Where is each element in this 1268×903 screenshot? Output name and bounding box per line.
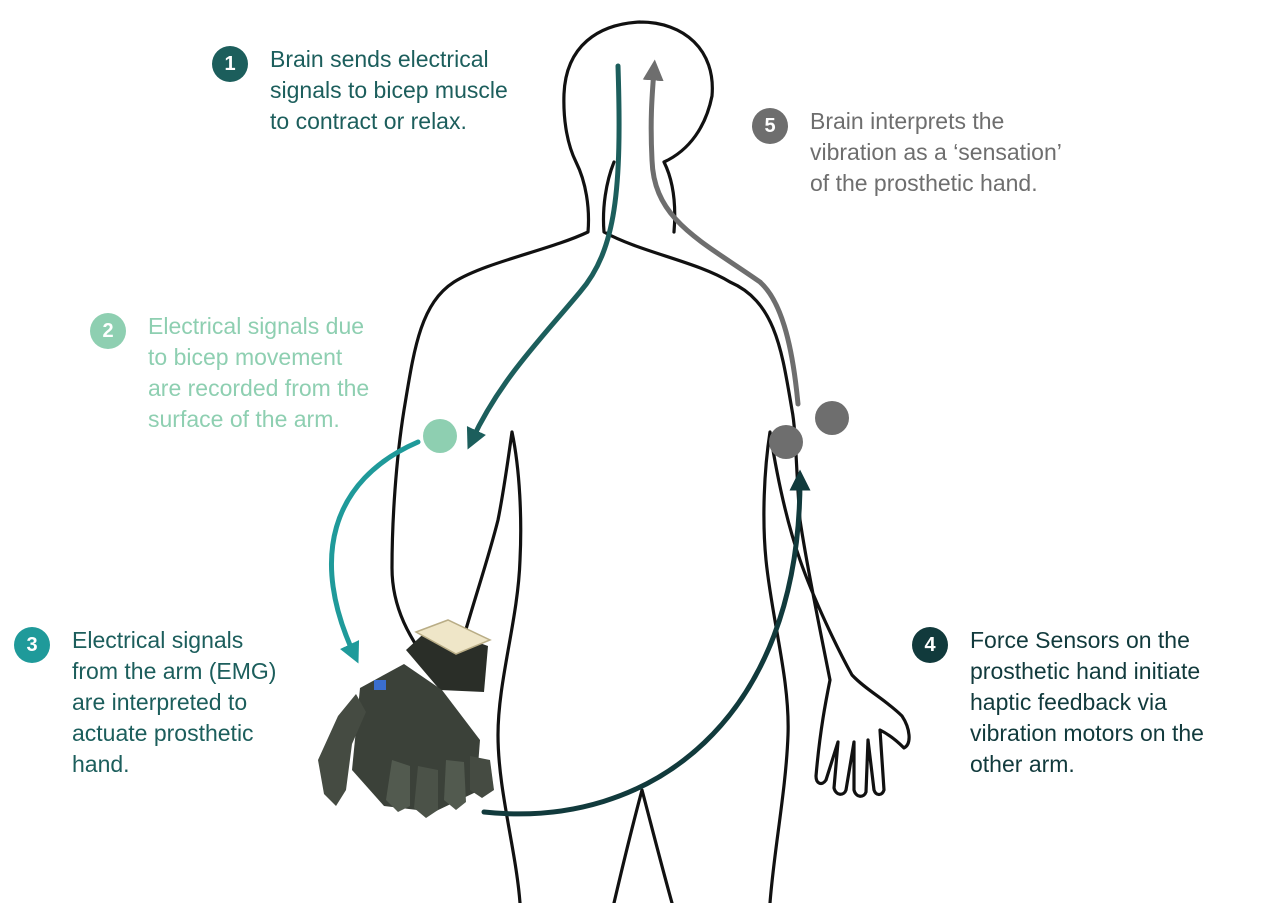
step-5-text: Brain interprets the vibration as a ‘sen… bbox=[810, 106, 1062, 199]
step-4-badge: 4 bbox=[912, 627, 948, 663]
vibration-motor-dot-1 bbox=[769, 425, 803, 459]
arrow-hand-to-vibration bbox=[484, 480, 800, 814]
step-2-text: Electrical signals due to bicep movement… bbox=[148, 311, 369, 435]
step-5: 5 Brain interprets the vibration as a ‘s… bbox=[752, 106, 1062, 199]
emg-sensor-dot bbox=[423, 419, 457, 453]
step-3-badge: 3 bbox=[14, 627, 50, 663]
step-3: 3 Electrical signals from the arm (EMG) … bbox=[14, 625, 276, 780]
vibration-motor-dot-2 bbox=[815, 401, 849, 435]
prosthetic-finger-3 bbox=[414, 766, 438, 818]
step-4-text: Force Sensors on the prosthetic hand ini… bbox=[970, 625, 1204, 780]
step-4: 4 Force Sensors on the prosthetic hand i… bbox=[912, 625, 1204, 780]
prosthetic-finger-5 bbox=[470, 756, 494, 798]
step-1-text: Brain sends electrical signals to bicep … bbox=[270, 44, 508, 137]
prosthetic-connector-blue bbox=[374, 680, 386, 690]
step-3-text: Electrical signals from the arm (EMG) ar… bbox=[72, 625, 276, 780]
step-1-badge: 1 bbox=[212, 46, 248, 82]
step-2: 2 Electrical signals due to bicep moveme… bbox=[90, 311, 369, 435]
prosthetic-hand bbox=[318, 620, 494, 818]
prosthetic-finger-4 bbox=[444, 760, 466, 810]
step-5-badge: 5 bbox=[752, 108, 788, 144]
step-2-badge: 2 bbox=[90, 313, 126, 349]
step-1: 1 Brain sends electrical signals to bice… bbox=[212, 44, 508, 137]
